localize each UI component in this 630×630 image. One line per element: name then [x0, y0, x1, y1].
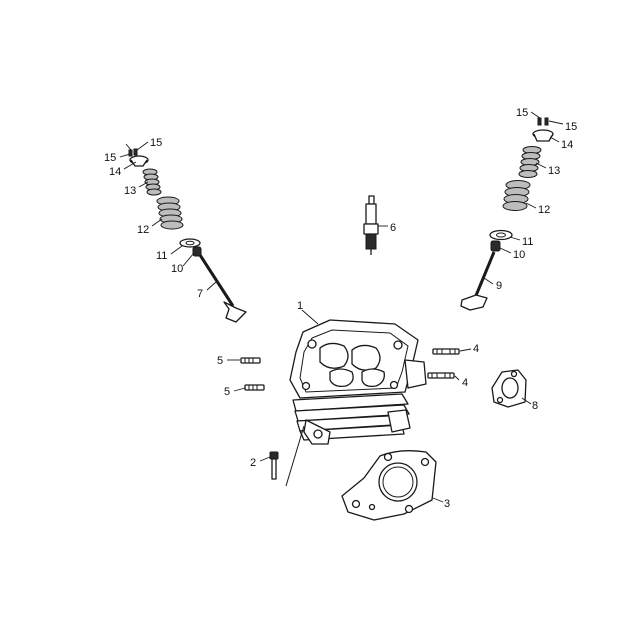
callout-15-right: 15: [565, 121, 577, 133]
stud-4-upper: [432, 348, 460, 355]
callout-4-upper: 4: [473, 343, 479, 355]
right-outer-valve-spring-12: [502, 180, 531, 211]
left-spring-retainer-14: [129, 155, 149, 167]
spark-plug-6: [363, 195, 379, 255]
callout-8: 8: [532, 400, 538, 412]
callout-12-left: 12: [137, 224, 149, 236]
callout-15-right-left: 15: [516, 107, 528, 119]
callout-11-right: 11: [522, 236, 533, 248]
right-spring-seat-11: [489, 229, 513, 241]
right-valve-keeper-15: [537, 117, 549, 126]
left-outer-valve-spring-12: [156, 196, 184, 230]
callout-labels: 15 15 14 13 12 11 10 7 15 15 14 13 12 11…: [104, 107, 577, 510]
left-valve-keeper-15: [128, 148, 138, 157]
left-inner-valve-spring-13: [142, 168, 162, 196]
callout-15-left-top: 15: [150, 137, 162, 149]
callout-11-left: 11: [156, 250, 167, 262]
callout-10-right: 10: [513, 249, 525, 261]
callout-5-lower: 5: [224, 386, 230, 398]
callout-4-lower: 4: [462, 377, 468, 389]
callout-14-left: 14: [109, 166, 121, 178]
left-valve-7: [198, 254, 247, 323]
callout-12-right: 12: [538, 204, 550, 216]
cylinder-head-1: [289, 319, 427, 445]
callout-1: 1: [297, 300, 303, 312]
callout-14-right: 14: [561, 139, 573, 151]
callout-6: 6: [390, 222, 396, 234]
long-bolt-2: [269, 425, 305, 487]
callout-3: 3: [444, 498, 450, 510]
left-valve-stem-seal-10: [192, 246, 202, 257]
callout-15-left: 15: [104, 152, 116, 164]
leader-lines: [119, 111, 564, 503]
intake-gasket-8: [491, 369, 527, 408]
head-gasket-3: [341, 450, 437, 521]
right-inner-valve-spring-13: [518, 146, 542, 178]
callout-10-left: 10: [171, 263, 183, 275]
stud-5-lower: [244, 384, 265, 391]
callout-2: 2: [250, 457, 256, 469]
callout-5-upper: 5: [217, 355, 223, 367]
right-valve-stem-seal-10: [490, 240, 501, 252]
callout-13-right: 13: [548, 165, 560, 177]
callout-7: 7: [197, 288, 203, 300]
stud-4-lower: [427, 372, 455, 379]
left-spring-seat-11: [179, 238, 201, 248]
stud-5-upper: [240, 357, 261, 364]
callout-9: 9: [496, 280, 502, 292]
callout-13-left: 13: [124, 185, 136, 197]
right-valve-9: [460, 251, 496, 311]
right-spring-retainer-14: [532, 129, 554, 142]
